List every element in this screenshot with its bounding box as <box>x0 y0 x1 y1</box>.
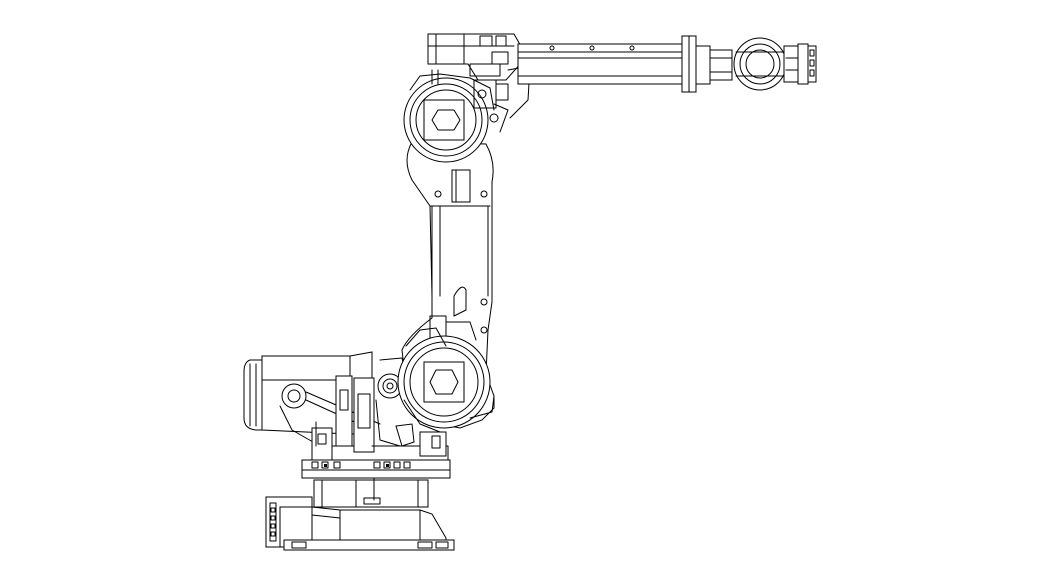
robot-lower-arm <box>397 141 495 433</box>
robot-base <box>265 459 455 551</box>
robot-wrist <box>733 37 817 91</box>
robot-elbow <box>403 33 531 163</box>
robot-turret <box>243 351 449 461</box>
robot-upper-arm <box>517 35 733 93</box>
